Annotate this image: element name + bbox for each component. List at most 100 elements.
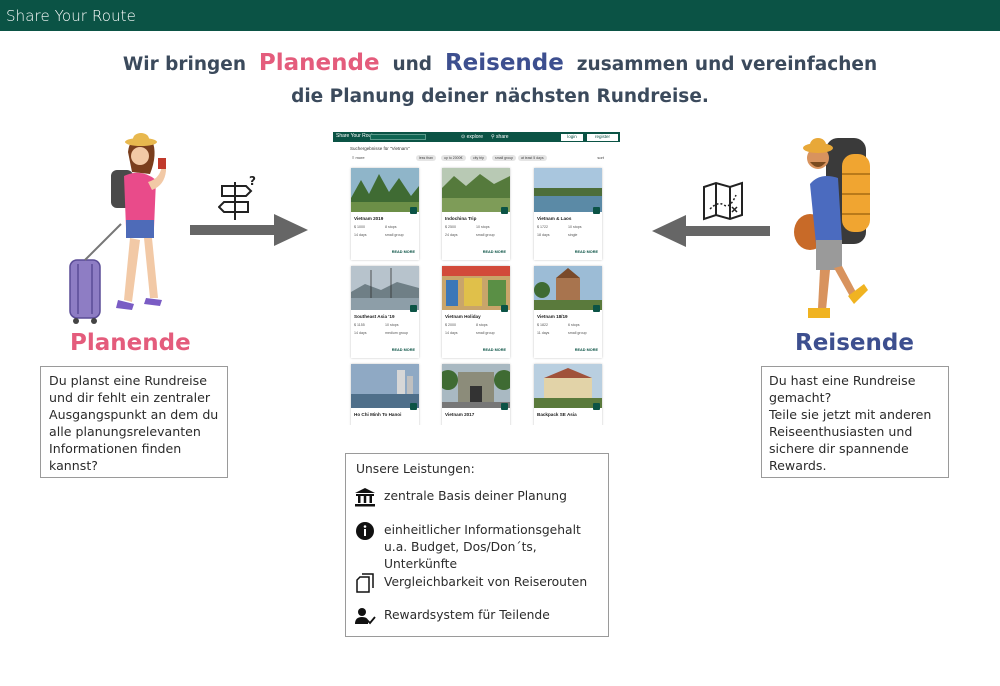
card-group: medium group bbox=[385, 331, 408, 335]
top-bar: Share Your Route bbox=[0, 0, 1000, 31]
svg-text:?: ? bbox=[249, 176, 256, 188]
card-stops: 10 stops bbox=[385, 323, 399, 327]
card-title: Vietnam 2017 bbox=[445, 412, 475, 417]
read-more-link: READ MORE bbox=[574, 348, 598, 352]
bookmark-icon bbox=[501, 207, 508, 214]
mockup-filter-chip: less than bbox=[416, 154, 437, 161]
headline-suffix: zusammen und vereinfachen bbox=[576, 54, 878, 75]
route-photo bbox=[534, 266, 602, 310]
mockup-route-card: Backpack SE Asia bbox=[534, 364, 602, 425]
card-days: 14 days bbox=[354, 331, 367, 335]
mockup-navbar: Share Your Route ⊙ explore ⚲ share login… bbox=[333, 132, 620, 142]
reisende-title: Reisende bbox=[795, 330, 914, 356]
route-photo bbox=[351, 168, 419, 212]
user-check-icon bbox=[355, 608, 376, 625]
mockup-filter-bar: ≡ more less than up to 2000€ city trip s… bbox=[350, 154, 606, 161]
mockup-filter-label: ≡ more bbox=[352, 155, 365, 160]
card-budget: $ 1000 bbox=[354, 225, 365, 229]
card-days: 11 days bbox=[537, 331, 550, 335]
bookmark-icon bbox=[410, 207, 417, 214]
mockup-route-card: Indochina Trip $ 2500 10 stops 24 days s… bbox=[442, 168, 510, 260]
route-photo bbox=[351, 266, 419, 310]
card-group: single bbox=[568, 233, 578, 237]
card-title: Vietnam & Laos bbox=[537, 216, 572, 221]
card-group: small group bbox=[476, 233, 495, 237]
headline-prefix: Wir bringen bbox=[122, 54, 247, 75]
planer-illustration bbox=[69, 133, 166, 324]
route-photo bbox=[442, 168, 510, 212]
headline-line2: die Planung deiner nächsten Rundreise. bbox=[291, 86, 709, 107]
mockup-login-button: login bbox=[561, 134, 583, 141]
services-box: Unsere Leistungen: zentrale Basis deiner… bbox=[345, 453, 609, 637]
card-stops: 8 stops bbox=[385, 225, 397, 229]
card-title: Vietnam 18/19 bbox=[537, 314, 568, 319]
read-more-link: READ MORE bbox=[391, 348, 415, 352]
headline-planende: Planende bbox=[258, 50, 380, 76]
card-title: Southeast Asia '19 bbox=[354, 314, 395, 319]
traveler-illustration bbox=[794, 138, 870, 318]
service-text: Vergleichbarkeit von Reiserouten bbox=[384, 575, 588, 589]
card-group: small group bbox=[385, 233, 404, 237]
mockup-nav-share: ⚲ share bbox=[491, 133, 509, 140]
service-subtext: u.a. Budget, Dos/Don´ts, Unterkünfte bbox=[384, 540, 537, 571]
read-more-link: READ MORE bbox=[574, 250, 598, 254]
signpost-icon: ? bbox=[218, 176, 256, 220]
card-budget: $ 1822 bbox=[537, 323, 548, 327]
mockup-filter-chip: up to 2000€ bbox=[441, 154, 466, 161]
card-stops: 10 stops bbox=[568, 225, 582, 229]
mockup-route-card: Vietnam 18/19 $ 1822 6 stops 11 days sma… bbox=[534, 266, 602, 358]
mockup-route-card: Southeast Asia '19 $ 1155 10 stops 14 da… bbox=[351, 266, 419, 358]
card-title: Vietnam 2019 bbox=[354, 216, 384, 221]
mockup-route-card: Vietnam 2019 $ 1000 8 stops 14 days smal… bbox=[351, 168, 419, 260]
mockup-brand: Share Your Route bbox=[336, 133, 376, 139]
planende-description: Du planst eine Rundreise und dir fehlt e… bbox=[40, 366, 228, 478]
card-budget: $ 1722 bbox=[537, 225, 548, 229]
bookmark-icon bbox=[593, 305, 600, 312]
mockup-route-card: Vietnam Holiday $ 2000 8 stops 14 days s… bbox=[442, 266, 510, 358]
reisende-description: Du hast eine Rundreise gemacht? Teile si… bbox=[761, 366, 949, 478]
mockup-filter-chip: small group bbox=[492, 154, 517, 161]
read-more-link: READ MORE bbox=[482, 348, 506, 352]
headline-reisende: Reisende bbox=[444, 50, 564, 76]
mockup-route-card: Vietnam 2017 bbox=[442, 364, 510, 425]
bookmark-icon bbox=[593, 207, 600, 214]
mockup-search-input bbox=[370, 134, 426, 140]
app-mockup-screenshot: Share Your Route ⊙ explore ⚲ share login… bbox=[333, 132, 620, 425]
card-days: 18 days bbox=[537, 233, 550, 237]
card-days: 14 days bbox=[445, 331, 458, 335]
card-title: Backpack SE Asia bbox=[537, 412, 577, 417]
route-photo bbox=[534, 168, 602, 212]
mockup-filter-chip: at least 5 days bbox=[518, 154, 547, 161]
card-days: 24 days bbox=[445, 233, 458, 237]
mockup-register-button: register bbox=[587, 134, 618, 141]
route-photo bbox=[442, 364, 510, 408]
card-stops: 8 stops bbox=[476, 323, 488, 327]
map-icon bbox=[703, 181, 743, 221]
headline-und: und bbox=[392, 54, 433, 75]
reisende-description-line1: Du hast eine Rundreise gemacht? bbox=[769, 373, 916, 405]
card-budget: $ 2500 bbox=[445, 225, 456, 229]
card-group: small group bbox=[476, 331, 495, 335]
services-title: Unsere Leistungen: bbox=[356, 462, 475, 476]
info-icon bbox=[356, 522, 374, 540]
bookmark-icon bbox=[501, 403, 508, 410]
card-stops: 10 stops bbox=[476, 225, 490, 229]
arrow-right-icon bbox=[190, 214, 308, 246]
route-photo bbox=[534, 364, 602, 408]
arrow-left-icon bbox=[652, 215, 770, 247]
card-stops: 6 stops bbox=[568, 323, 580, 327]
card-budget: $ 2000 bbox=[445, 323, 456, 327]
read-more-link: READ MORE bbox=[391, 250, 415, 254]
mockup-filter-chip: city trip bbox=[470, 154, 488, 161]
card-group: small group bbox=[568, 331, 587, 335]
mockup-route-card: Ho Chi Minh To Hanoi bbox=[351, 364, 419, 425]
copy-icon bbox=[356, 573, 374, 593]
bookmark-icon bbox=[501, 305, 508, 312]
card-days: 14 days bbox=[354, 233, 367, 237]
route-photo bbox=[351, 364, 419, 408]
planende-title: Planende bbox=[70, 330, 191, 356]
mockup-route-card: Vietnam & Laos $ 1722 10 stops 18 days s… bbox=[534, 168, 602, 260]
app-title: Share Your Route bbox=[6, 7, 136, 25]
reisende-description-line2: Teile sie jetzt mit anderen Reiseenthusi… bbox=[769, 407, 932, 473]
mockup-sort: sort bbox=[597, 155, 604, 160]
